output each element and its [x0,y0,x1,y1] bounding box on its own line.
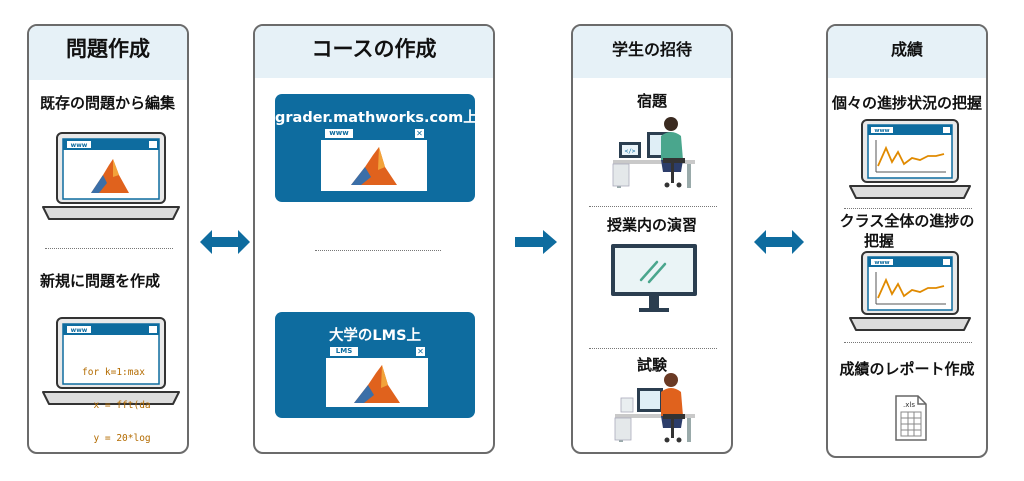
spreadsheet-file-icon: .xls [895,395,927,441]
report-label: 成績のレポート作成 [839,360,975,378]
homework-label: 宿題 [636,92,667,110]
close-icon: ✕ [416,347,425,356]
window-tag: www [71,327,88,334]
laptop-code-icon: www [42,317,180,405]
file-ext-label: .xls [903,401,915,409]
panel-title: コースの作成 [311,37,437,61]
panel-header: コースの作成 [255,26,493,78]
code-line: y = 20*log [82,433,151,444]
new-problem-label: 新規に問題を作成 [40,272,161,290]
window-tag: www [325,129,353,138]
exercise-label: 授業内の演習 [606,216,697,234]
matlab-logo-icon [354,365,400,403]
code-line: for k=1:max [82,367,145,378]
panel-title: 成績 [890,40,923,59]
panel-title: 問題作成 [66,37,150,61]
exam-label: 試験 [636,356,667,374]
divider [45,248,173,249]
code-snippet: for k=1:max x = fft(da y = 20*log [82,345,151,452]
divider [589,206,717,207]
grader-card: grader.mathworks.com上 www ✕ [275,94,478,202]
panel-create-course: コースの作成 grader.mathworks.com上 www ✕ 大学のLM… [253,24,495,454]
window-tag: www [874,128,889,134]
window-tag: www [71,142,88,149]
student-desk-icon: </> [612,117,695,188]
double-arrow-icon [200,230,250,254]
matlab-logo-icon [351,147,397,185]
class-progress-label-line1: クラス全体の進捗の [839,212,975,230]
divider [315,250,441,251]
class-progress-label-line2: 把握 [864,232,895,250]
panel-header: 学生の招待 [573,26,731,78]
divider [589,348,717,349]
divider [844,208,972,209]
panel-header: 問題作成 [29,26,187,80]
laptop-icon: www [42,132,180,220]
panel-grades: 成績 個々の進捗状況の把握 www クラス全体の進捗の 把握 www 成績のレポ… [826,24,988,458]
individual-progress-label: 個々の進捗状況の把握 [831,94,982,112]
grader-label: grader.mathworks.com上 [275,110,478,126]
existing-problem-label: 既存の問題から編集 [40,94,176,112]
svg-text:</>: </> [625,148,636,155]
panel-create-problem: 問題作成 既存の問題から編集 www 新規に問題を作成 www for k=1:… [27,24,189,454]
panel-title: 学生の招待 [611,40,692,59]
panel-invite-students: 学生の招待 宿題 </> 授業内の演習 試験 [571,24,733,454]
arrow-right-icon [515,230,557,254]
browser-window: www ✕ [320,126,428,192]
code-line: x = fft(da [82,400,151,411]
monitor-icon [611,244,697,312]
double-arrow-icon [754,230,804,254]
laptop-chart-icon: www [849,119,971,199]
lms-label: 大学のLMS上 [328,328,422,344]
divider [844,342,972,343]
window-tag: LMS [330,347,358,356]
close-icon: ✕ [415,129,424,138]
panel-header: 成績 [828,26,986,78]
laptop-chart-icon: www [849,251,971,331]
browser-window: LMS ✕ [325,344,429,408]
student-desk-icon [614,373,695,443]
lms-card: 大学のLMS上 LMS ✕ [275,312,475,418]
window-tag: www [874,260,889,266]
